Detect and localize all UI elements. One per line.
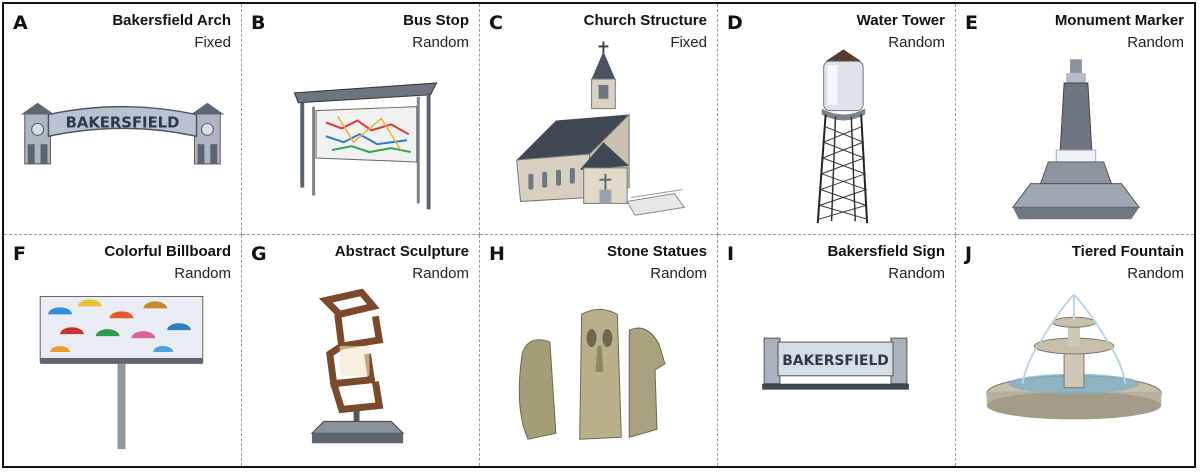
panel-title: Colorful Billboard [104, 243, 231, 260]
panel-title: Stone Statues [606, 243, 707, 260]
panel-g: G Abstract Sculpture Random [242, 235, 480, 466]
panel-mode: Random [174, 265, 231, 282]
bus-stop-icon [293, 82, 438, 210]
arch-sign-text: BAKERSFIELD [66, 114, 180, 131]
bakersfield-sign-icon: BAKERSFIELD [762, 337, 909, 390]
panel-f: F Colorful Billboard Random [4, 235, 242, 466]
panel-letter: C [489, 12, 503, 34]
panel-a: BAKERSFIELD A Bakersfield Arch Fixed [4, 4, 242, 235]
panel-c: C Church Structure Fixed [480, 4, 718, 235]
panel-mode: Random [888, 265, 945, 282]
panel-mode: Random [1127, 34, 1184, 51]
panel-mode: Fixed [670, 34, 707, 51]
abstract-sculpture-icon [310, 288, 405, 444]
panel-title: Bakersfield Arch [112, 12, 231, 29]
panel-letter: H [489, 243, 505, 265]
panel-title: Abstract Sculpture [334, 243, 469, 260]
church-icon [516, 41, 686, 216]
panel-letter: I [727, 243, 735, 265]
panel-mode: Random [412, 265, 469, 282]
panel-letter: E [965, 12, 978, 34]
panel-b: B Bus Stop Random [242, 4, 480, 235]
panel-letter: J [965, 243, 973, 265]
sign-text: BAKERSFIELD [782, 353, 889, 369]
panel-mode: Random [1127, 265, 1184, 282]
panel-title: Bakersfield Sign [827, 243, 945, 260]
panel-title: Bus Stop [403, 12, 469, 29]
panel-title: Church Structure [583, 12, 707, 29]
panel-letter: A [13, 12, 28, 34]
panel-h: H Stone Statues Random [480, 235, 718, 466]
water-tower-icon [816, 49, 869, 224]
panel-letter: B [251, 12, 266, 34]
panel-title: Monument Marker [1054, 12, 1184, 29]
fountain-icon [986, 293, 1162, 420]
panel-j: J Tiered Fountain Random [956, 235, 1194, 466]
panel-mode: Random [888, 34, 945, 51]
panel-e: E Monument Marker Random [956, 4, 1194, 235]
panel-letter: F [13, 243, 26, 265]
panel-title: Tiered Fountain [1071, 243, 1184, 260]
panel-mode: Fixed [194, 34, 231, 51]
panel-letter: D [727, 12, 743, 34]
billboard-icon [39, 295, 204, 450]
panel-i: BAKERSFIELD I Bakersfield Sign Random [718, 235, 956, 466]
panel-d: D Water Tower Random [718, 4, 956, 235]
stone-statues-icon [518, 308, 666, 440]
panel-title: Water Tower [856, 12, 945, 29]
monument-icon [1011, 59, 1141, 220]
panel-mode: Random [412, 34, 469, 51]
panel-mode: Random [650, 265, 707, 282]
panel-letter: G [251, 243, 267, 265]
bakersfield-arch-icon: BAKERSFIELD [20, 102, 225, 165]
